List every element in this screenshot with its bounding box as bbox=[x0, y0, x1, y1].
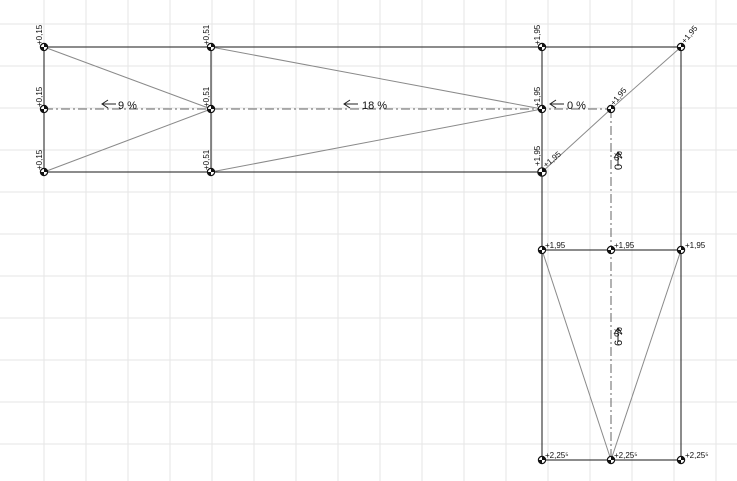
level-label: +2,25⁵ bbox=[685, 451, 709, 460]
slope-label: 0 % bbox=[567, 100, 586, 112]
level-label: +0,51 bbox=[202, 149, 211, 170]
slope-arrow-up-icon bbox=[613, 151, 623, 166]
level-label: +2,25⁵ bbox=[545, 451, 569, 460]
flow-axes bbox=[44, 108, 612, 460]
level-label: +0,51 bbox=[202, 24, 211, 45]
slope-label: 18 % bbox=[362, 100, 387, 112]
node-marker-icon bbox=[206, 167, 216, 177]
level-label: +0,15 bbox=[35, 149, 44, 170]
node-marker-icon bbox=[606, 245, 616, 255]
level-label: +1,95 bbox=[685, 241, 706, 250]
node-marker-icon bbox=[676, 455, 686, 465]
slope-labels: 9 % 18 % 0 % 0 % 6 % bbox=[118, 100, 625, 346]
slope-arrow-left-icon bbox=[549, 99, 564, 109]
nodes bbox=[39, 42, 686, 465]
level-label: +1,95 bbox=[545, 241, 566, 250]
slope-arrow-up-icon bbox=[613, 327, 623, 342]
level-label: +1,95 bbox=[533, 24, 542, 45]
level-label: +2,25⁵ bbox=[614, 451, 638, 460]
node-marker-icon bbox=[537, 245, 547, 255]
slope-label: 6 % bbox=[613, 327, 625, 346]
node-marker-icon bbox=[39, 104, 49, 114]
level-label: +0,15 bbox=[35, 86, 44, 107]
level-label: +1,95 bbox=[533, 145, 542, 166]
node-marker-icon bbox=[537, 455, 547, 465]
slope-arrow-left-icon bbox=[101, 99, 116, 109]
slope-arrows bbox=[101, 99, 623, 342]
level-label: +0,51 bbox=[202, 86, 211, 107]
node-marker-icon bbox=[606, 455, 616, 465]
node-marker-icon bbox=[537, 104, 547, 114]
node-marker-icon bbox=[39, 42, 49, 52]
node-marker-icon bbox=[206, 104, 216, 114]
level-label: +1,95 bbox=[533, 86, 542, 107]
node-marker-icon bbox=[676, 42, 686, 52]
node-marker-icon bbox=[537, 42, 547, 52]
slope-label: 0 % bbox=[613, 151, 625, 170]
level-label: +0,15 bbox=[35, 24, 44, 45]
node-marker-icon bbox=[676, 245, 686, 255]
slope-label: 9 % bbox=[118, 100, 137, 112]
level-label: +1,95 bbox=[614, 241, 635, 250]
node-marker-icon bbox=[39, 167, 49, 177]
slope-arrow-left-icon bbox=[343, 99, 358, 109]
node-marker-icon bbox=[606, 104, 616, 114]
hip-lines bbox=[43, 46, 682, 461]
node-marker-icon bbox=[537, 167, 547, 177]
node-marker-icon bbox=[206, 42, 216, 52]
